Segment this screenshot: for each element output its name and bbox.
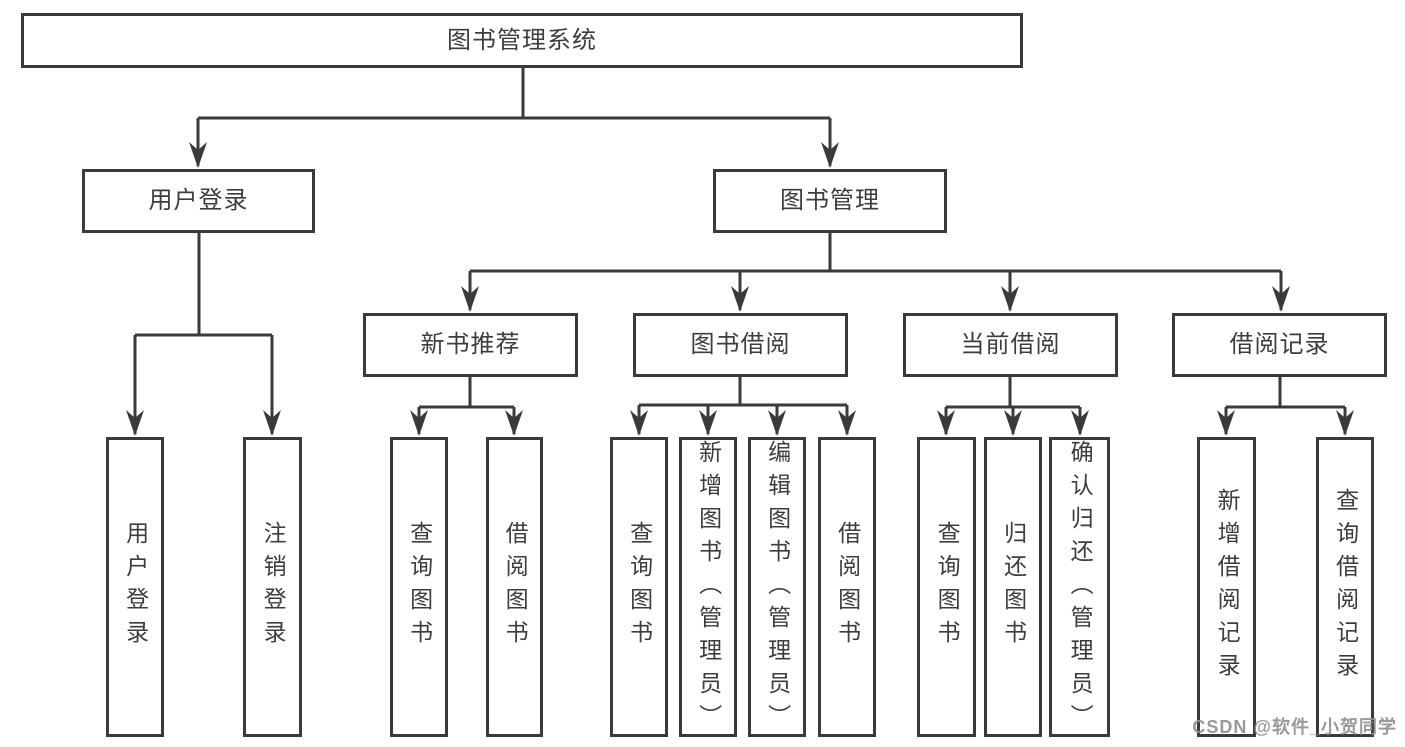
leaf-query-books-recommend: 查询图书 bbox=[390, 437, 448, 737]
watermark: CSDN @软件_小贺同学 bbox=[1192, 717, 1397, 737]
leaf-user-login: 用户登录 bbox=[106, 437, 164, 737]
node-new-book-recommend: 新书推荐 bbox=[363, 313, 578, 377]
leaf-borrow-books: 借阅图书 bbox=[818, 437, 876, 737]
leaf-borrow-books-recommend: 借阅图书 bbox=[486, 437, 543, 737]
connector-strokes bbox=[133, 68, 1347, 434]
leaf-confirm-return-admin: 确认归还（管理员） bbox=[1049, 437, 1110, 737]
leaf-edit-book-admin: 编辑图书（管理员） bbox=[748, 437, 806, 737]
leaf-query-books-borrow: 查询图书 bbox=[610, 437, 668, 737]
node-book-borrow: 图书借阅 bbox=[633, 313, 848, 377]
arrowheads bbox=[126, 142, 1354, 436]
leaf-query-borrow-record: 查询借阅记录 bbox=[1316, 437, 1374, 737]
leaf-add-borrow-record: 新增借阅记录 bbox=[1197, 437, 1256, 737]
node-book-management: 图书管理 bbox=[713, 169, 947, 233]
leaf-logout: 注销登录 bbox=[243, 437, 302, 737]
leaf-query-books-current: 查询图书 bbox=[917, 437, 976, 737]
leaf-return-book: 归还图书 bbox=[984, 437, 1042, 737]
leaf-add-book-admin: 新增图书（管理员） bbox=[679, 437, 737, 737]
node-current-borrow: 当前借阅 bbox=[903, 313, 1118, 377]
node-user-login: 用户登录 bbox=[82, 169, 315, 233]
node-root: 图书管理系统 bbox=[21, 13, 1023, 68]
node-borrow-records: 借阅记录 bbox=[1172, 313, 1387, 377]
